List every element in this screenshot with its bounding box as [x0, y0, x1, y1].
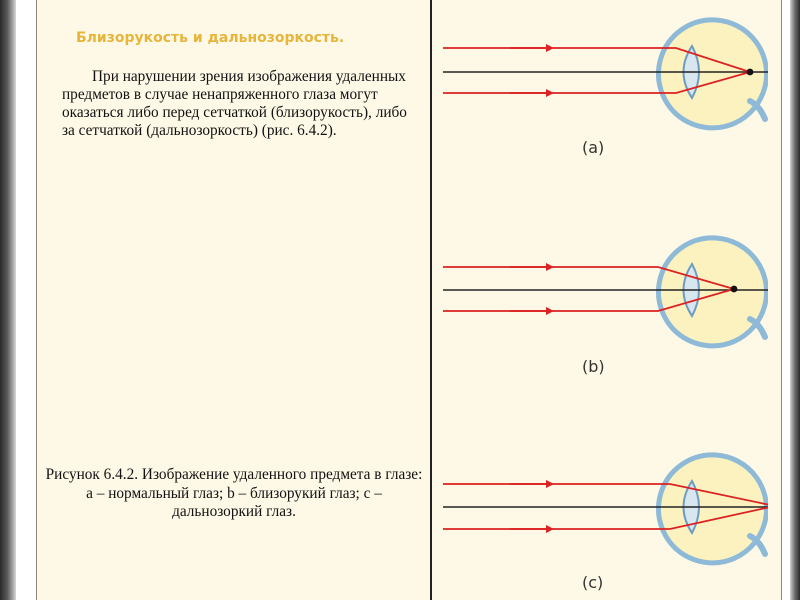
- panel-b-myopic-eye: (b): [443, 238, 768, 376]
- panel-a-label: (a): [582, 138, 604, 157]
- panel-b-label: (b): [582, 357, 605, 376]
- figure-caption: Рисунок 6.4.2. Изображение удаленного пр…: [45, 466, 423, 520]
- panel-c-hyperopic-eye: (c): [443, 455, 768, 592]
- panel-a-normal-eye: (a): [443, 20, 768, 157]
- focal-point: [746, 68, 754, 76]
- eye-diagram-figure: (a) (b) (c): [443, 0, 768, 592]
- column-divider: [430, 0, 432, 600]
- panel-c-label: (c): [582, 573, 603, 592]
- slide-title: Близорукость и дальнозоркость.: [76, 30, 345, 46]
- focal-point: [730, 285, 738, 293]
- left-window-edge: [0, 0, 16, 600]
- body-paragraph: При нарушении зрения изображения удаленн…: [62, 68, 407, 139]
- right-window-edge: [790, 0, 800, 600]
